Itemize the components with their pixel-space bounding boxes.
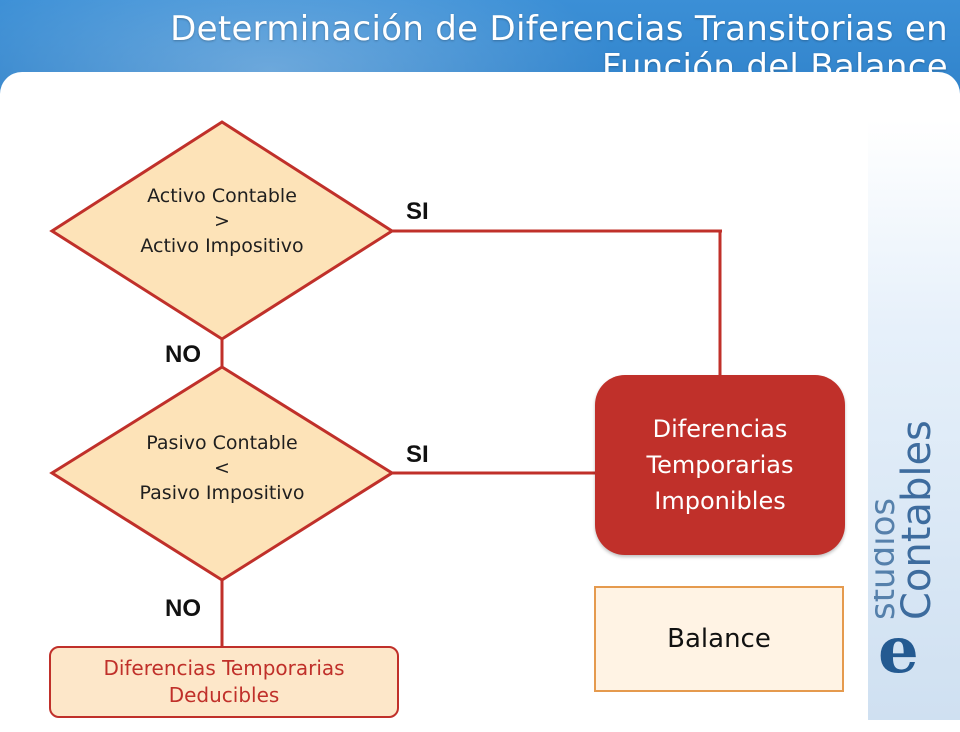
result-imponibles-box: Diferencias Temporarias Imponibles	[595, 375, 845, 555]
decision-pasivo-text: Pasivo Contable < Pasivo Impositivo	[112, 431, 332, 506]
title-line-1: Determinación de Diferencias Transitoria…	[170, 9, 948, 49]
decision-activo-line3: Activo Impositivo	[140, 235, 304, 257]
legend-balance-label: Balance	[667, 624, 771, 654]
decision-diamond-pasivo	[49, 365, 395, 582]
result-imponibles-line3: Imponibles	[654, 487, 786, 515]
result-deducibles-line1: Diferencias Temporarias	[103, 656, 345, 680]
logo-letter-e: e	[878, 613, 919, 680]
label-si-2: SI	[406, 441, 429, 468]
decision-activo-line1: Activo Contable	[147, 185, 297, 207]
brand-sidebar	[868, 120, 960, 720]
decision-activo-operator: >	[214, 210, 230, 232]
label-si-1: SI	[406, 198, 429, 225]
decision-pasivo-line3: Pasivo Impositivo	[139, 482, 305, 504]
decision-pasivo-line1: Pasivo Contable	[146, 432, 298, 454]
result-deducibles-box: Diferencias Temporarias Deducibles	[49, 646, 399, 718]
logo-word-studios: studios	[874, 498, 903, 620]
result-deducibles-line2: Deducibles	[168, 683, 280, 707]
decision-pasivo-operator: <	[214, 457, 230, 479]
label-no-2: NO	[165, 595, 201, 622]
decision-diamond-activo	[49, 120, 395, 341]
result-imponibles-line1: Diferencias	[652, 415, 788, 443]
label-no-1: NO	[165, 341, 201, 368]
estudios-contables-logo: studios Contables e	[874, 420, 940, 680]
result-imponibles-line2: Temporarias	[646, 451, 794, 479]
decision-activo-text: Activo Contable > Activo Impositivo	[112, 184, 332, 259]
logo-word-contables: Contables	[894, 420, 940, 620]
legend-balance-box: Balance	[594, 586, 844, 692]
